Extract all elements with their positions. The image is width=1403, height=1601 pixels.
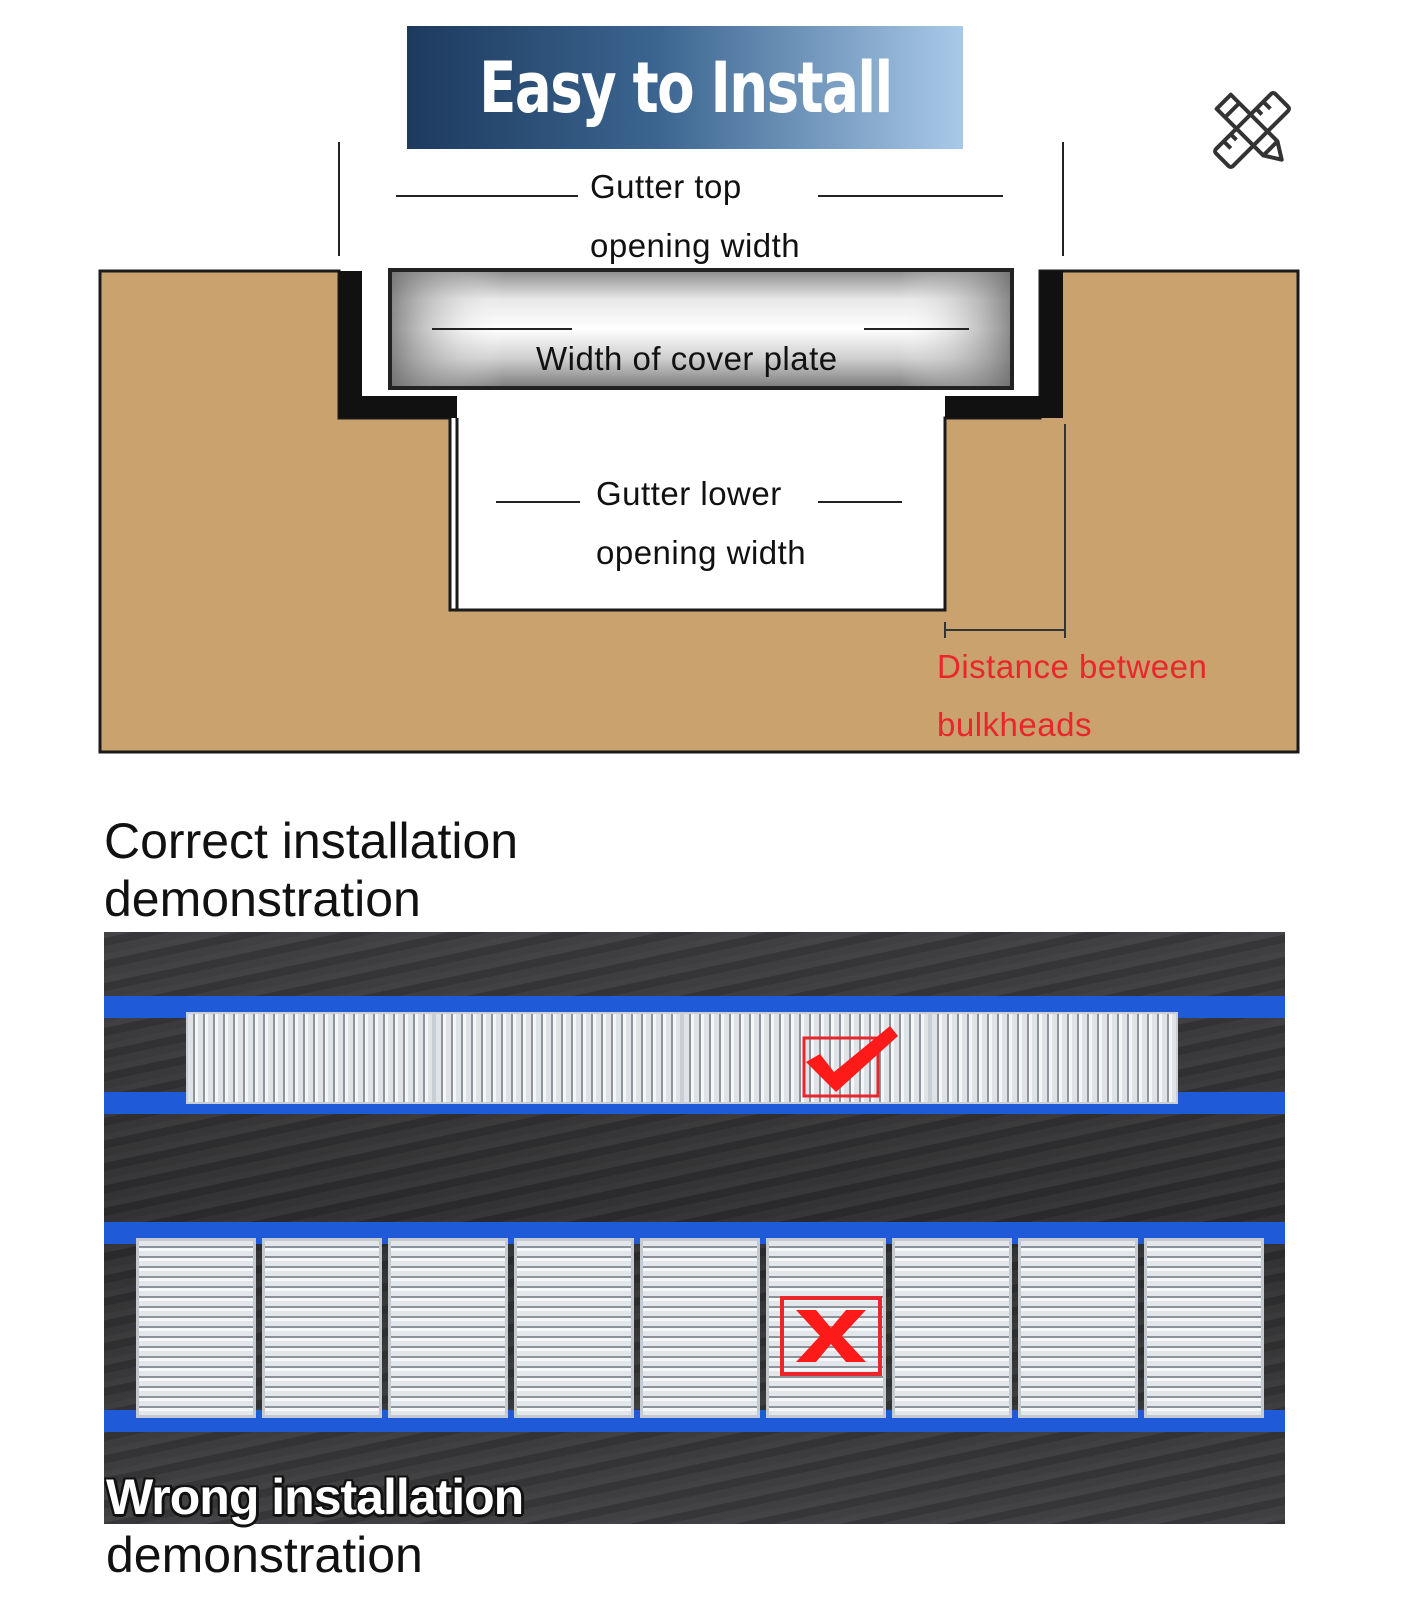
banner-title: Easy to Install: [478, 46, 893, 129]
correct-heading-line1: Correct installation: [104, 813, 519, 869]
check-mark-icon: [802, 1026, 898, 1098]
gutter-lower-label-line2: opening width: [596, 534, 807, 571]
wrong-heading-line2: demonstration: [106, 1527, 423, 1583]
wrong-installation-heading: Wrong installation demonstration: [106, 1468, 524, 1584]
gutter-top-label-line2: opening width: [590, 227, 801, 264]
title-banner: Easy to Install: [407, 26, 963, 149]
gutter-top-label: Gutter top: [590, 168, 742, 205]
installation-photo: [104, 932, 1285, 1524]
wrong-grate: [136, 1238, 1272, 1418]
bulkhead-distance-label: Distance between: [937, 648, 1208, 685]
right-seat: [945, 271, 1063, 418]
bulkhead-distance-label-line2: bulkheads: [937, 706, 1092, 743]
pencil-ruler-icon: [1213, 91, 1291, 169]
cover-plate-label: Width of cover plate: [536, 340, 838, 377]
correct-heading-line2: demonstration: [104, 871, 421, 927]
correct-installation-heading: Correct installation demonstration: [104, 812, 518, 928]
wrong-heading-line1: Wrong installation: [106, 1469, 524, 1525]
gutter-cross-section-diagram: [98, 142, 1300, 754]
correct-grate: [186, 1012, 1178, 1104]
x-mark-icon: [780, 1296, 882, 1376]
gutter-lower-label: Gutter lower: [596, 475, 782, 512]
